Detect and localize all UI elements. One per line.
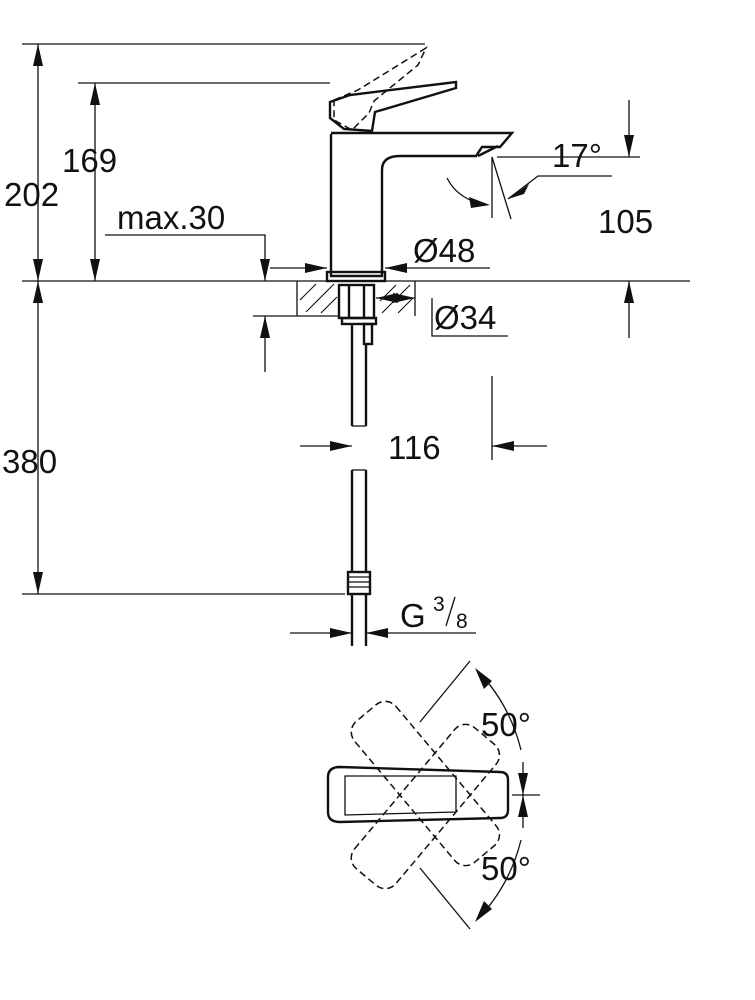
dimension-17-label: 17° bbox=[552, 137, 602, 174]
dimension-max30: max.30 bbox=[105, 199, 270, 372]
dimension-116: 116 bbox=[300, 376, 547, 466]
dimension-17-degrees: 17° bbox=[446, 137, 612, 220]
dimension-169: 169 bbox=[62, 83, 117, 281]
dimension-169-label: 169 bbox=[62, 142, 117, 179]
supply-hose bbox=[346, 324, 372, 646]
dimension-max30-label: max.30 bbox=[117, 199, 225, 236]
lever-top-view: 50° 50° bbox=[326, 660, 540, 930]
dimension-diameter-48: Ø48 bbox=[270, 232, 490, 273]
lever-angle-top-label: 50° bbox=[481, 706, 531, 743]
dimension-thread-g38: G 3 8 bbox=[290, 593, 476, 638]
lever-angle-bottom-label: 50° bbox=[481, 850, 531, 887]
dimension-diameter-34: Ø34 bbox=[376, 293, 508, 337]
dimension-105: 105 bbox=[598, 100, 653, 338]
thread-letter: G bbox=[400, 597, 426, 634]
thread-denominator: 8 bbox=[456, 610, 468, 633]
dimension-380: 380 bbox=[2, 281, 57, 594]
dimension-34-label: Ø34 bbox=[434, 299, 496, 336]
dimension-202-label: 202 bbox=[4, 176, 59, 213]
dimension-48-label: Ø48 bbox=[413, 232, 475, 269]
dimension-380-label: 380 bbox=[2, 443, 57, 480]
faucet-body bbox=[325, 46, 515, 283]
dimension-116-label: 116 bbox=[388, 429, 441, 466]
thread-numerator: 3 bbox=[433, 593, 445, 616]
deck-section bbox=[296, 281, 416, 346]
dimension-202: 202 bbox=[4, 44, 59, 281]
dimension-105-label: 105 bbox=[598, 203, 653, 240]
